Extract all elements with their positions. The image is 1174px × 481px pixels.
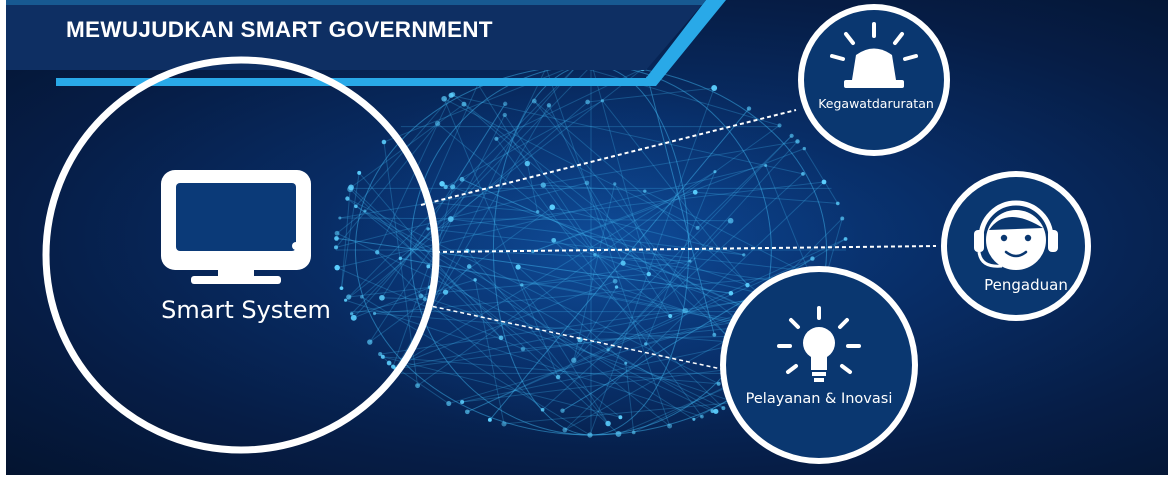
page-title: MEWUJUDKAN SMART GOVERNMENT [66,17,493,42]
connector-kegawatdaruratan [420,109,797,206]
smart-government-banner: MEWUJUDKAN SMART GOVERNMENT Smart System… [6,0,1168,475]
headset-agent-icon [974,200,1058,270]
connector-pelayanan [425,304,727,371]
globe-graphic [321,62,861,445]
monitor-icon [161,170,311,284]
siren-icon [830,22,918,88]
header-banner [6,0,726,86]
smart-system-circle [42,56,440,454]
kegawatdaruratan-label: Kegawatdaruratan [818,96,934,111]
pengaduan-label: Pengaduan [984,276,1068,294]
pelayanan-inovasi-label: Pelayanan & Inovasi [745,391,893,407]
connector-pengaduan [435,245,937,253]
smart-system-label: Smart System [161,296,331,324]
lightbulb-icon [777,306,861,382]
connector-lines [420,109,937,371]
network-diagram [6,0,1091,464]
